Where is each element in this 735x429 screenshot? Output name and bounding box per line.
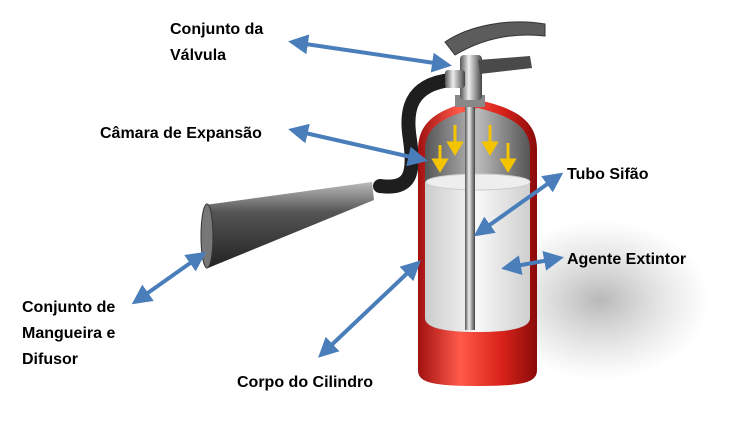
diffuser-cone (205, 182, 374, 268)
arrow-hose-diffuser (131, 251, 207, 305)
arrow-siphon-tube (473, 172, 564, 237)
label-expansion-chamber: Câmara de Expansão (100, 125, 262, 142)
arrow-expansion-chamber (288, 123, 428, 167)
label-extinguishing-agent: Agente Extintor (567, 251, 686, 268)
arrow-extinguishing-agent (501, 251, 564, 275)
label-siphon-tube: Tubo Sifão (567, 166, 649, 183)
pressure-arrows (431, 125, 517, 173)
label-valve-line1: Conjunto da (170, 21, 263, 38)
label-hose-line1: Conjunto de (22, 299, 115, 316)
label-hose-line3: Difusor (22, 351, 78, 368)
arrow-valve (288, 34, 452, 73)
label-hose-line2: Mangueira e (22, 325, 115, 342)
siphon-tube (465, 95, 475, 330)
label-cylinder-body: Corpo do Cilindro (237, 374, 373, 391)
valve-assembly (444, 21, 546, 107)
label-valve-line2: Válvula (170, 47, 226, 64)
extinguishing-agent (425, 174, 530, 332)
agent-surface (425, 173, 531, 191)
diffuser-mouth (200, 203, 214, 269)
arrow-cylinder-body (318, 260, 421, 358)
